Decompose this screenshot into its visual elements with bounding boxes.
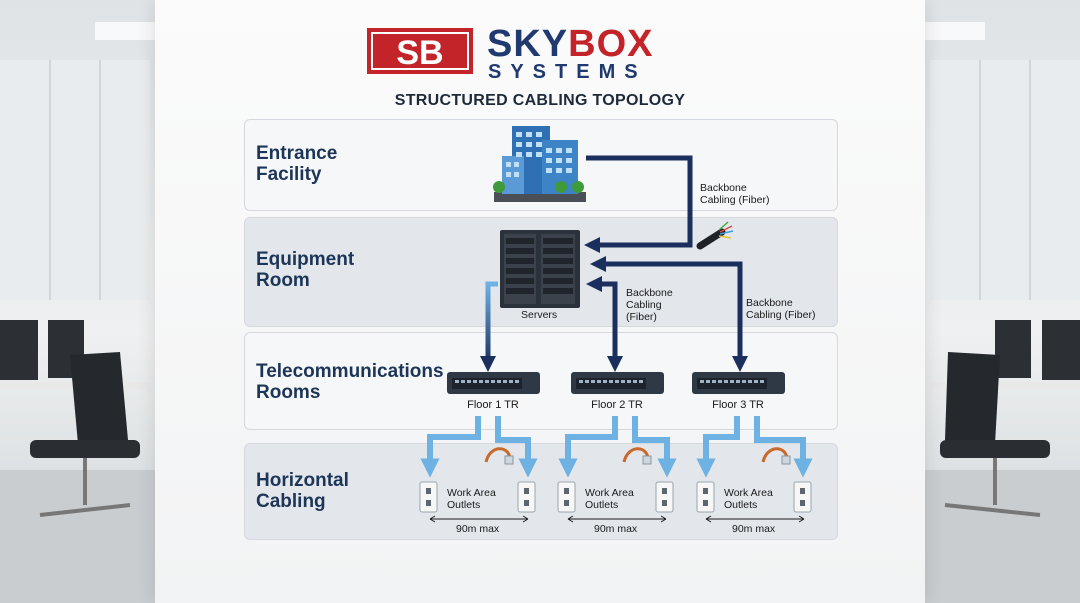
building-icon: [493, 126, 586, 202]
label-distance-2: 90m max: [594, 523, 638, 535]
switch-floor3-icon: [692, 372, 785, 394]
label-servers: Servers: [521, 309, 558, 321]
horizontal-arrows-floor1: [420, 416, 538, 478]
switch-floor2-icon: [571, 372, 664, 394]
outlet-icons: [419, 481, 812, 513]
label-backbone-floor3: Backbone Cabling (Fiber): [746, 297, 816, 321]
distance-lines: [429, 515, 805, 523]
section-label-entrance: Entrance Facility: [256, 143, 338, 185]
band-horizontal: [244, 443, 838, 540]
logo-box: BOX: [568, 23, 654, 65]
backbone-arrow-floor2: [585, 275, 618, 362]
monitor-left-1: [0, 320, 38, 380]
logo-wordmark: SKYBOX: [487, 24, 654, 64]
sb-monogram-icon: SB: [367, 28, 473, 74]
horizontal-arrows-floor3: [696, 416, 813, 478]
label-distance-1: 90m max: [456, 523, 500, 535]
ceiling-light-left: [95, 22, 155, 40]
label-backbone-entrance: Backbone Cabling (Fiber): [700, 182, 770, 206]
label-floor1-tr: Floor 1 TR: [467, 399, 519, 411]
logo-systems: SYSTEMS: [488, 61, 647, 83]
backbone-arrow-floor1: [479, 281, 498, 373]
label-backbone-floor2: Backbone Cabling (Fiber): [626, 287, 673, 323]
fiber-cable-icon: [696, 221, 734, 250]
section-label-equipment: Equipment Room: [256, 249, 355, 291]
switch-floor1-icon: [447, 372, 540, 394]
patch-cable-icon-1: [484, 447, 514, 465]
monitor-right-2: [1042, 320, 1080, 380]
label-floor3-tr: Floor 3 TR: [712, 399, 764, 411]
diagram-title: STRUCTURED CABLING TOPOLOGY: [394, 92, 686, 109]
chair-left: [70, 352, 128, 444]
logo-monogram: SB: [396, 34, 443, 72]
monitor-right-1: [995, 320, 1031, 378]
horizontal-arrows-floor2: [558, 416, 677, 478]
logo-sky: SKY: [487, 23, 569, 65]
chair-right: [945, 352, 1000, 444]
section-label-horizontal: Horizontal Cabling: [256, 470, 349, 512]
label-work-area-2: Work Area Outlets: [585, 487, 634, 511]
skybox-logo: SB SKYBOX SYSTEMS: [365, 24, 725, 86]
ceiling-light-right: [925, 22, 985, 40]
label-floor2-tr: Floor 2 TR: [591, 399, 643, 411]
label-work-area-3: Work Area Outlets: [724, 487, 773, 511]
section-label-telecom: Telecommunications Rooms: [256, 361, 444, 403]
label-distance-3: 90m max: [732, 523, 776, 535]
patch-cable-icon-2: [622, 447, 652, 465]
server-rack-icon: [500, 230, 580, 308]
backbone-arrow-entrance: [583, 155, 693, 254]
patch-cable-icon-3: [761, 447, 791, 465]
label-work-area-1: Work Area Outlets: [447, 487, 496, 511]
